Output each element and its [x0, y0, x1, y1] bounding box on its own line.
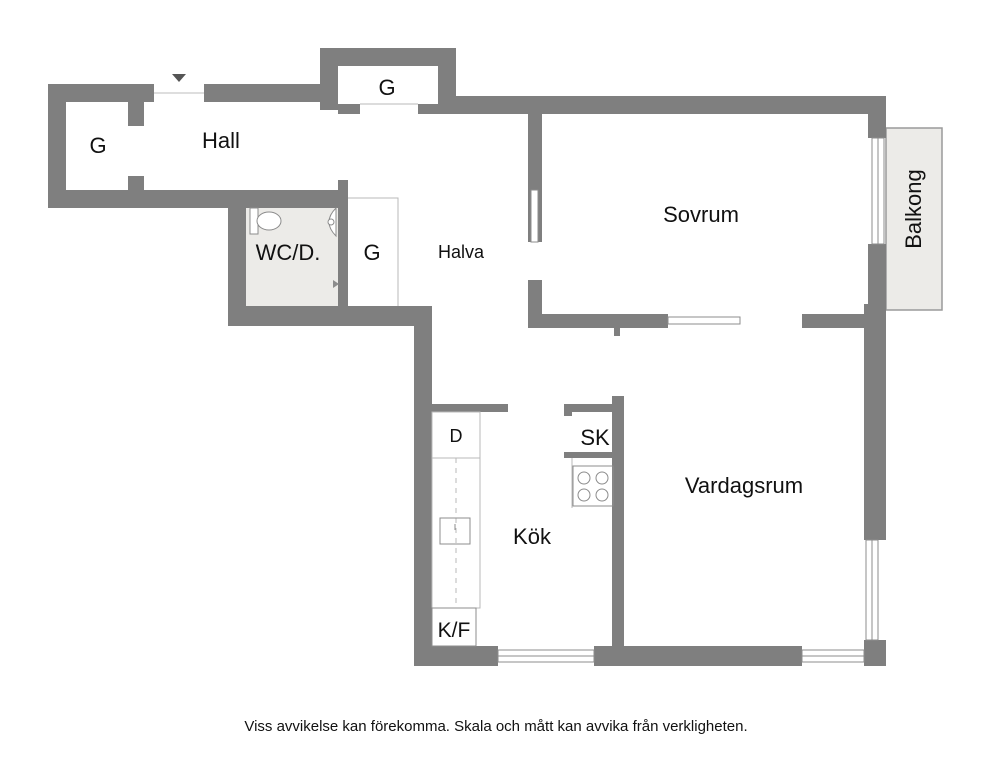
label-half-room: Halva — [438, 242, 485, 262]
label-fridge-freezer: K/F — [438, 619, 471, 642]
balcony-area — [885, 127, 943, 311]
windows — [497, 137, 885, 663]
room-labels: G Hall G Sovrum Balkong WC/D. G Halva D … — [89, 75, 926, 642]
floor-plan: G Hall G Sovrum Balkong WC/D. G Halva D … — [48, 48, 943, 666]
label-storage-top: G — [378, 75, 395, 100]
label-storage-mid: G — [363, 240, 380, 265]
shower-drain-icon — [333, 280, 339, 288]
wc-fixtures — [249, 206, 339, 288]
label-storage-left: G — [89, 133, 106, 158]
stove-icon — [572, 465, 614, 507]
disclaimer-text: Viss avvikelse kan förekomma. Skala och … — [244, 718, 748, 735]
label-cabinet: SK — [580, 425, 610, 450]
fridge-outline — [431, 607, 477, 647]
label-bedroom: Sovrum — [663, 202, 739, 227]
walls — [48, 48, 886, 666]
kitchen-sink-icon — [439, 517, 471, 545]
label-kitchen: Kök — [513, 524, 552, 549]
wc-floor — [246, 190, 342, 306]
kitchen-fixtures — [431, 411, 614, 647]
label-wc: WC/D. — [256, 240, 321, 265]
entrance-arrow-icon — [172, 74, 186, 82]
wardrobe-lines — [348, 103, 418, 306]
label-hall: Hall — [202, 128, 240, 153]
toilet-icon — [256, 211, 282, 231]
label-living-room: Vardagsrum — [685, 473, 803, 498]
label-dishwasher: D — [450, 426, 463, 446]
sliding-doors — [530, 189, 741, 325]
label-balcony: Balkong — [901, 169, 926, 249]
